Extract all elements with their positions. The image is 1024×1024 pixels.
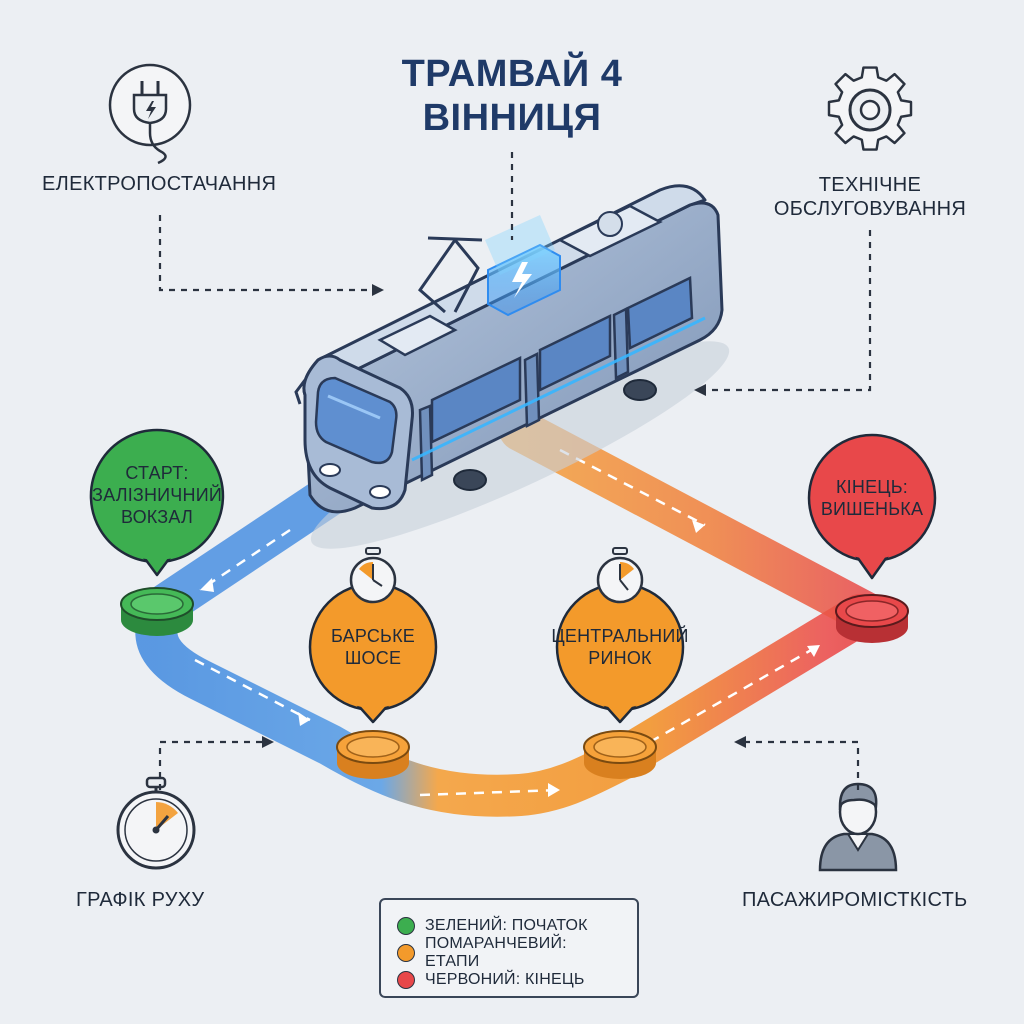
legend-item-orange: ПОМАРАНЧЕВИЙ: ЕТАПИ: [397, 935, 625, 970]
stop-start-label: СТАРТ: ЗАЛІЗНИЧНИЙ ВОКЗАЛ: [87, 462, 227, 528]
legend-item-green: ЗЕЛЕНИЙ: ПОЧАТОК: [397, 912, 625, 939]
stop-stage1-line-2: ШОСЕ: [344, 648, 402, 668]
legend-dot-red: [397, 970, 415, 989]
pin-stage2: [555, 582, 685, 724]
legend-text-orange: ПОМАРАНЧЕВИЙ: ЕТАПИ: [425, 934, 567, 970]
stop-end-label: КІНЕЦЬ: ВИШЕНЬКА: [802, 476, 942, 520]
stop-disc-stage2: [583, 730, 657, 779]
legend-dot-green: [397, 916, 415, 935]
title-line-1: ТРАМВАЙ 4: [401, 53, 623, 95]
stop-start-line-2: ЗАЛІЗНИЧНИЙ: [92, 485, 222, 505]
stop-end-line-1: КІНЕЦЬ:: [835, 477, 909, 497]
stop-end-line-2: ВИШЕНЬКА: [820, 499, 924, 519]
pin-end: [807, 433, 937, 580]
maintenance-label: ТЕХНІЧНЕ ОБСЛУГОВУВАННЯ: [760, 173, 980, 221]
power-label: ЕЛЕКТРОПОСТАЧАННЯ: [42, 173, 277, 195]
plug-icon: [108, 63, 192, 165]
tram-icon: [294, 184, 730, 549]
stop-stage2-label: ЦЕНТРАЛЬНИЙ РИНОК: [550, 625, 690, 669]
stop-disc-end: [835, 594, 909, 643]
page-title: ТРАМВАЙ 4 ВІННИЦЯ: [312, 52, 712, 140]
stop-start-line-1: СТАРТ:: [125, 463, 189, 483]
stop-stage2-line-1: ЦЕНТРАЛЬНИЙ: [551, 626, 689, 646]
stopwatch-icon: [596, 547, 644, 604]
schedule-label: ГРАФІК РУХУ: [76, 889, 205, 911]
legend-item-red: ЧЕРВОНИЙ: КІНЕЦЬ: [397, 966, 625, 993]
stop-start-line-3: ВОКЗАЛ: [121, 507, 193, 527]
person-icon: [818, 782, 898, 872]
connector-lines: [158, 152, 872, 790]
stop-stage1-label: БАРСЬКЕ ШОСЕ: [303, 625, 443, 669]
legend-dot-orange: [397, 943, 415, 962]
legend-text-red: ЧЕРВОНИЙ: КІНЕЦЬ: [425, 970, 585, 988]
maintenance-label-line-2: ОБСЛУГОВУВАННЯ: [773, 198, 967, 220]
stopwatch-icon: [116, 776, 196, 870]
capacity-label: ПАСАЖИРОМІСТКІСТЬ: [742, 889, 968, 911]
pin-start: [89, 428, 225, 577]
stop-disc-start: [120, 587, 194, 636]
maintenance-label-line-1: ТЕХНІЧНЕ: [818, 174, 922, 196]
legend: ЗЕЛЕНИЙ: ПОЧАТОК ПОМАРАНЧЕВИЙ: ЕТАПИ ЧЕР…: [379, 898, 639, 998]
stop-stage2-line-2: РИНОК: [588, 648, 652, 668]
pin-stage1: [308, 582, 438, 724]
stop-disc-stage1: [336, 730, 410, 779]
stop-stage1-line-1: БАРСЬКЕ: [331, 626, 415, 646]
stopwatch-icon: [349, 547, 397, 604]
title-line-2: ВІННИЦЯ: [422, 97, 602, 139]
legend-text-green: ЗЕЛЕНИЙ: ПОЧАТОК: [425, 916, 588, 934]
gear-icon: [827, 66, 913, 151]
